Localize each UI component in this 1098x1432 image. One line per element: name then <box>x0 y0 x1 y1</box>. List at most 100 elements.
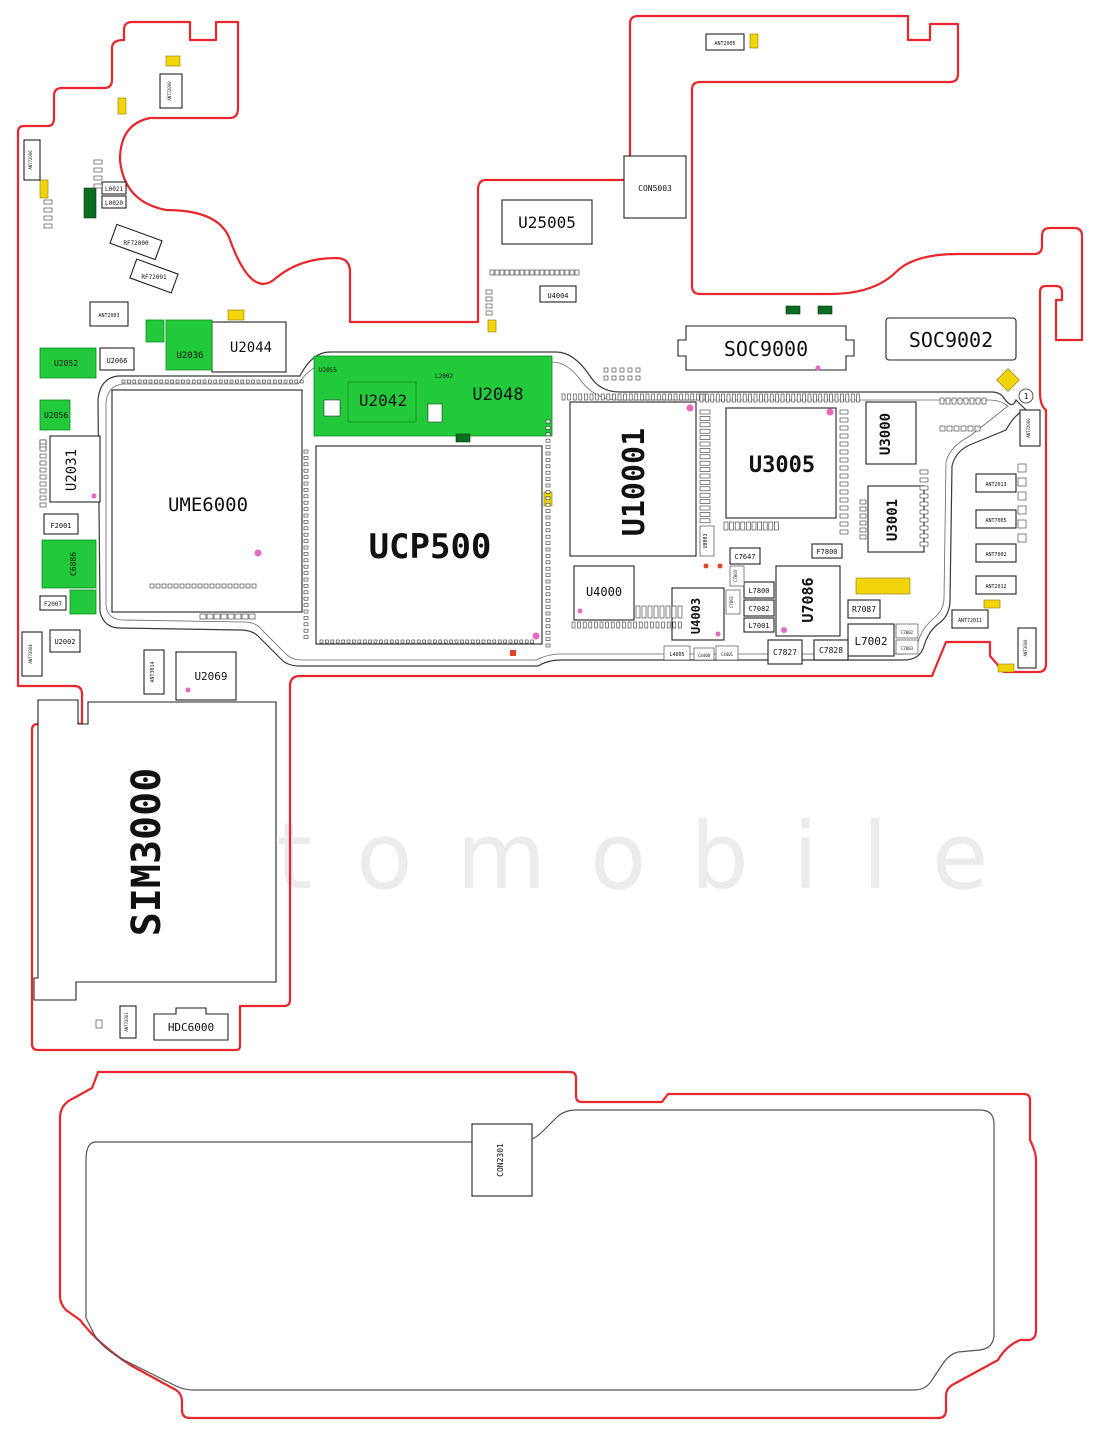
pin1-dot <box>826 408 834 416</box>
label-u2052: U2052 <box>54 359 78 368</box>
smd-part <box>303 532 309 537</box>
smd-part <box>650 621 654 629</box>
smd-part <box>969 397 975 405</box>
smd-part <box>588 621 593 629</box>
smd-part <box>780 393 785 403</box>
smd-part <box>939 425 946 432</box>
label-f2001: F2001 <box>50 522 71 530</box>
smd-part <box>1017 505 1027 515</box>
smd-part <box>303 468 309 473</box>
smd-part <box>524 639 529 644</box>
smd-part <box>294 379 299 384</box>
smd-part <box>221 583 227 589</box>
smd-part <box>346 639 351 644</box>
smd-part <box>208 379 212 384</box>
label-ant2005: ANT2005 <box>714 41 735 47</box>
smd-part <box>240 379 245 384</box>
smd-part <box>303 635 309 639</box>
label-c4401: C4401 <box>721 652 734 657</box>
smd-part <box>721 393 725 403</box>
smd-part <box>481 639 486 644</box>
smd-part <box>740 521 746 531</box>
smd-part <box>813 393 817 403</box>
smd-part <box>699 422 711 428</box>
smd-part <box>303 449 309 454</box>
smd-part <box>662 393 667 401</box>
smd-part <box>229 379 234 384</box>
smd-part <box>726 393 731 403</box>
smd-part <box>227 613 235 620</box>
label-ant3014: ANT3014 <box>150 661 156 682</box>
pin1-dot <box>781 627 787 633</box>
chip-r7087 <box>847 599 881 619</box>
smd-part <box>202 379 207 384</box>
label-u10001: U10001 <box>617 428 652 536</box>
smd-part <box>148 379 153 384</box>
smd-part <box>545 586 551 590</box>
smd-part <box>39 460 47 466</box>
smd-part <box>564 269 570 276</box>
label-u2036: U2036 <box>176 351 203 361</box>
smd-part <box>545 605 551 609</box>
label-c6886: C6886 <box>69 552 78 576</box>
label-sim3000: SIM3000 <box>124 768 170 937</box>
chip-f2001 <box>43 513 79 535</box>
label-l4005: L4005 <box>669 652 684 658</box>
chip-ant2013 <box>975 473 1017 493</box>
smd-part <box>545 515 551 520</box>
smd-part <box>422 639 426 644</box>
smd-part <box>186 379 191 384</box>
pin1-dot <box>686 404 694 412</box>
smd-part <box>395 639 399 644</box>
smd-part <box>839 433 849 439</box>
smd-part <box>699 499 711 504</box>
smd-part <box>503 639 507 644</box>
smd-part <box>303 520 309 524</box>
smd-part <box>710 393 715 403</box>
chip-con5003 <box>623 155 687 219</box>
smd-part <box>357 639 362 644</box>
chip-c7827 <box>767 639 803 665</box>
smd-part <box>677 605 683 619</box>
pin1-dot <box>185 687 191 693</box>
label-ucp500: UCP500 <box>369 527 492 567</box>
smd-part <box>759 393 763 403</box>
smd-part <box>559 269 565 276</box>
smd-part <box>272 379 277 384</box>
smd-part <box>303 513 309 518</box>
smd-part <box>303 462 309 467</box>
smd-part <box>251 583 257 589</box>
smd-part <box>699 448 711 453</box>
smd-part <box>173 583 179 589</box>
smd-part <box>859 499 867 505</box>
smd-part <box>93 175 103 181</box>
smd-part <box>919 501 929 507</box>
smd-part <box>95 1019 103 1029</box>
smd-part <box>545 438 551 443</box>
smd-part <box>460 639 464 644</box>
chip-c7828 <box>813 639 849 661</box>
label-f7800: F7800 <box>816 548 837 556</box>
smd-part <box>839 465 849 471</box>
smd-part <box>303 596 309 601</box>
chip-hdc6000 <box>153 1007 229 1041</box>
chip-u10001 <box>569 401 697 557</box>
smd-part <box>666 621 671 629</box>
smd-part <box>161 583 167 589</box>
smd-part <box>384 639 389 644</box>
smd-part <box>957 397 963 405</box>
label-ant7005: ANT7005 <box>985 518 1006 524</box>
smd-part <box>645 393 650 401</box>
smd-part <box>43 207 53 213</box>
label-u2066: U2066 <box>106 357 127 365</box>
label-l2002: L2002 <box>435 373 453 380</box>
smd-part <box>545 541 551 545</box>
smd-part <box>323 399 341 417</box>
yellow-part <box>487 319 497 333</box>
smd-part <box>465 639 470 644</box>
smd-part <box>545 509 551 513</box>
smd-part <box>251 379 255 384</box>
smd-part <box>699 473 711 479</box>
smd-part <box>137 379 142 384</box>
smd-part <box>497 639 502 644</box>
